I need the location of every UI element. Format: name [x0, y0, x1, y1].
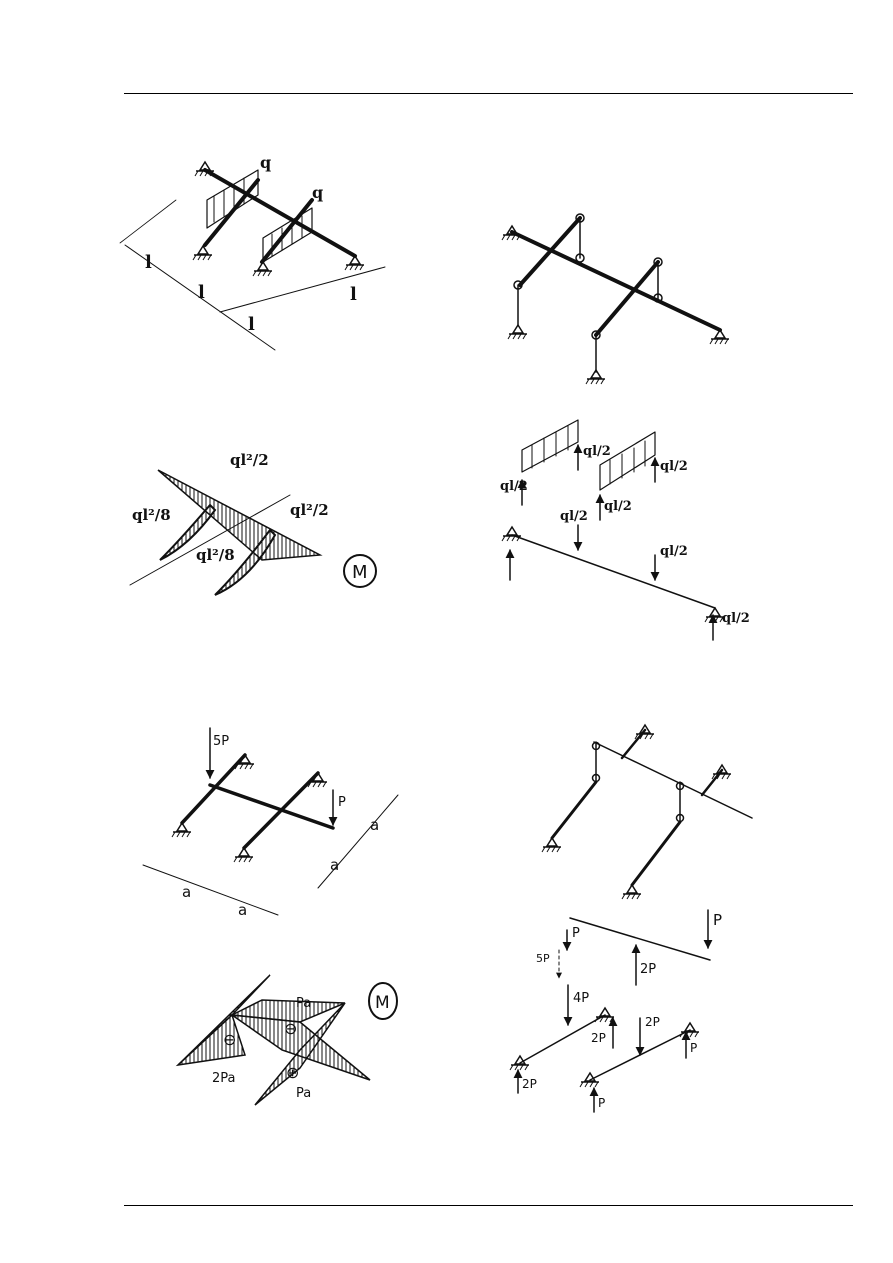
fig4-beam	[511, 534, 716, 609]
fig7-badge: M	[375, 993, 390, 1013]
fig5-dim-line-2	[317, 794, 399, 889]
fig5-dim-2: a	[238, 901, 247, 919]
fig1-load-block-1	[206, 169, 259, 229]
fig4-r7: ql/2	[722, 611, 750, 626]
fig5-dim-line-1	[142, 864, 279, 916]
fig1-cross-beam-2	[260, 198, 314, 264]
fig8-f2: 5P	[536, 952, 550, 965]
fig1-dim-label-3: l	[248, 314, 255, 335]
fig1-support-3	[252, 261, 273, 277]
fig7-sign-1: ⊖	[223, 1030, 236, 1049]
fig8-f5: 4P	[573, 991, 589, 1006]
fig8-f9: 2P	[522, 1077, 537, 1091]
fig8-f10: P	[598, 1096, 605, 1110]
footer-rule	[124, 1205, 853, 1206]
fig5-load-2: P	[338, 795, 346, 810]
fig1-grillage: q q l l l l	[119, 153, 386, 351]
fig7-label-2: 2Pa	[212, 1071, 236, 1086]
fig7-moment-diagram: Pa 2Pa Pa ⊖ ⊖ ⊕ M	[175, 974, 398, 1106]
fig1-dim-line-1	[124, 244, 276, 351]
fig1-dim-label-2: l	[198, 282, 205, 303]
fig8-f6: 2P	[591, 1031, 606, 1045]
fig4-r3: ql/2	[604, 499, 632, 514]
fig4-r2: ql/2	[583, 444, 611, 459]
fig3-moment-diagram: ql²/2 ql²/2 ql²/8 ql²/8 M	[129, 451, 377, 596]
fig2-support-2	[507, 324, 528, 340]
fig5-dim-3: a	[330, 856, 339, 874]
fig4-r5: ql/2	[560, 509, 588, 524]
fig1-support-2	[192, 245, 213, 261]
fig5-dim-1: a	[182, 883, 191, 901]
fig7-badge-circle	[368, 982, 398, 1020]
fig4-reactions: ql/2 ql/2 ql/2 ql/2 ql/2 ql/2 ql/2	[500, 419, 750, 641]
fig2-support-3	[585, 369, 606, 385]
fig8-f3: P	[572, 926, 580, 941]
fig1-support-4	[344, 255, 365, 271]
fig1-dim-line-2	[219, 266, 386, 313]
fig2-support-4	[709, 329, 730, 345]
fig4-r6: ql/2	[660, 544, 688, 559]
fig6-hinged-frame	[541, 724, 753, 900]
fig8-forces: P 5P P 2P 4P 2P 2P P 2P P	[509, 909, 722, 1113]
fig1-dim-label-4: l	[350, 284, 357, 305]
fig7-sign-2: ⊖	[284, 1019, 297, 1038]
fig8-f1: P	[713, 911, 722, 929]
fig1-dim-label-1: l	[145, 252, 152, 273]
fig3-label-2: ql²/2	[290, 501, 329, 519]
fig1-load-label-2: q	[312, 183, 323, 202]
fig7-label-1: Pa	[296, 996, 311, 1011]
header-rule	[124, 93, 853, 94]
fig6-main-beam	[593, 741, 753, 819]
fig2-hinged-frame	[501, 213, 730, 385]
fig2-main-beam	[510, 230, 722, 332]
fig5-grillage: 5P P a a a a	[142, 727, 399, 919]
fig3-badge: M	[352, 562, 368, 583]
fig8-f7: 2P	[645, 1015, 660, 1029]
fig5-main-beam	[208, 783, 335, 830]
fig8-f4: 2P	[640, 962, 656, 977]
fig5-dim-4: a	[370, 816, 379, 834]
fig5-load-1: 5P	[213, 734, 229, 749]
fig1-load-block-2	[262, 207, 313, 263]
fig3-label-1: ql²/2	[230, 451, 269, 469]
fig3-badge-circle	[343, 554, 377, 588]
fig7-sign-3: ⊕	[286, 1063, 299, 1082]
fig8-f8: P	[690, 1041, 697, 1055]
fig4-r1: ql/2	[500, 479, 528, 494]
fig3-label-4: ql²/8	[196, 546, 235, 564]
fig3-label-3: ql²/8	[132, 506, 171, 524]
fig7-label-3: Pa	[296, 1086, 311, 1101]
fig1-load-label-1: q	[260, 153, 271, 172]
fig1-main-beam	[203, 168, 357, 258]
fig4-r4: ql/2	[660, 459, 688, 474]
